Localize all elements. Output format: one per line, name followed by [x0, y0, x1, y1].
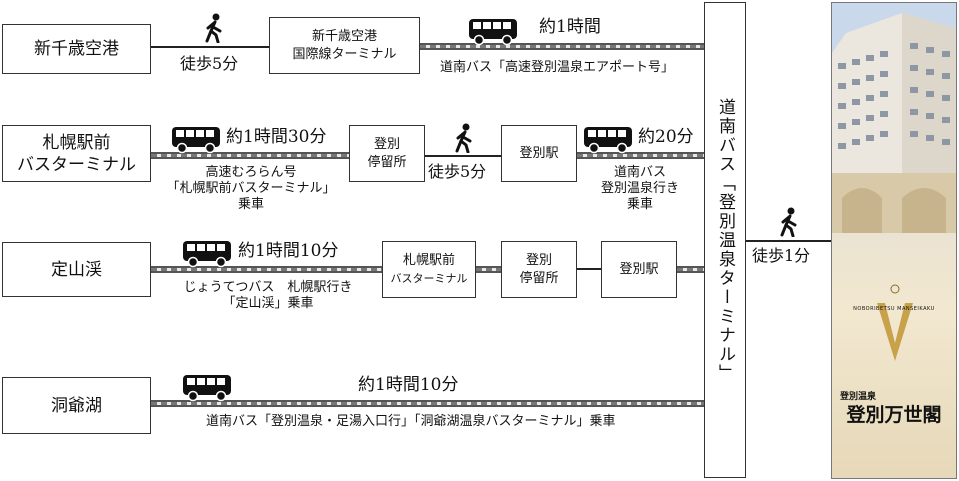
hotel-building-image: NOBORIBETSU MANSEIKAKU 登別温泉 登別万世閣: [831, 2, 957, 479]
walk-duration: 徒歩1分: [752, 246, 811, 265]
stop-noboribetsu-busstop: 登別 停留所: [349, 125, 425, 182]
stop-label-line2: 停留所: [519, 270, 559, 286]
origin-jozankei: 定山渓: [2, 242, 151, 297]
bus-info-line1: じょうてつバス 札幌駅行き: [183, 280, 353, 295]
origin-label-line2: バスターミナル: [17, 154, 136, 175]
bus-icon: [183, 375, 231, 402]
bus-info-line3: 乗車: [237, 197, 264, 212]
noboribetsu-onsen-bus-terminal: 道南バス「登別温泉ターミナル」: [704, 2, 746, 478]
stop-noboribetsu-station: 登別駅: [501, 125, 577, 182]
walking-person-icon: [205, 13, 222, 43]
bus-info: じょうてつバス 札幌駅行き 「定山渓」乗車: [168, 280, 368, 312]
bus-info-line1: 道南バス: [613, 165, 666, 180]
bus-icon: [172, 127, 220, 154]
bus-line-name: 道南バス「登別温泉・足湯入口行」「洞爺湖温泉バスターミナル」乗車: [206, 414, 616, 429]
stop-sapporo-bus-terminal: 札幌駅前 バスターミナル: [382, 241, 476, 298]
bus-duration: 約1時間10分: [238, 241, 339, 261]
walk-duration: 徒歩5分: [428, 162, 487, 181]
stop-label-line1: 登別: [525, 252, 552, 268]
bus-road: [577, 152, 704, 159]
hotel-brand-subtitle: 登別温泉: [840, 392, 877, 402]
walking-person-icon: [455, 123, 472, 153]
terminal-label: 道南バス「登別温泉ターミナル」: [715, 97, 735, 383]
bus-info-line1: 高速むろらん号: [205, 165, 297, 180]
stop-label-line2: バスターミナル: [390, 271, 468, 285]
hotel-crest-icon: [877, 284, 913, 361]
bus-road: [151, 266, 382, 273]
bus-info: 道南バス 登別温泉行き 乗車: [590, 165, 690, 213]
bus-road: [151, 152, 349, 159]
bus-icon: [584, 127, 632, 154]
stop-label-line1: 登別: [373, 136, 400, 152]
hotel-brand-roman: NOBORIBETSU MANSEIKAKU: [853, 306, 935, 312]
walk-line: [425, 155, 501, 157]
bus-icon: [469, 19, 517, 46]
stop-noboribetsu-busstop: 登別 停留所: [501, 241, 577, 298]
bus-duration: 約1時間10分: [358, 375, 459, 395]
origin-sapporo-bus-terminal: 札幌駅前 バスターミナル: [2, 125, 151, 182]
bus-info-line2: 「札幌駅前バスターミナル」: [166, 181, 336, 196]
walk-duration: 徒歩5分: [180, 54, 239, 73]
walk-line: [746, 240, 831, 242]
bus-duration: 約1時間30分: [226, 127, 327, 147]
bus-info-line2: 「定山渓」乗車: [222, 296, 314, 311]
origin-label-line1: 札幌駅前: [42, 132, 111, 153]
hotel-building-icon: [832, 3, 956, 233]
bus-info-line2: 登別温泉行き: [600, 181, 679, 196]
bus-road: [476, 266, 501, 273]
origin-label: 洞爺湖: [51, 395, 102, 416]
origin-label: 新千歳空港: [34, 39, 119, 59]
bus-duration: 約20分: [638, 127, 694, 147]
bus-info-line3: 乗車: [626, 197, 653, 212]
bus-road: [151, 400, 704, 407]
bus-road: [677, 266, 704, 273]
walk-line: [151, 46, 269, 48]
origin-lake-toya: 洞爺湖: [2, 377, 151, 434]
bus-road: [420, 43, 704, 50]
walk-line: [577, 268, 601, 270]
bus-icon: [183, 241, 231, 268]
bus-line-name: 道南バス「高速登別温泉エアポート号」: [440, 60, 675, 75]
stop-label-line1: 札幌駅前: [402, 252, 455, 268]
stop-label: 登別駅: [619, 261, 659, 277]
stop-intl-terminal: 新千歳空港 国際線ターミナル: [269, 17, 420, 74]
stop-label-line1: 新千歳空港: [311, 28, 377, 44]
origin-new-chitose-airport: 新千歳空港: [2, 24, 151, 74]
walking-person-icon: [780, 207, 797, 237]
stop-label-line2: 国際線ターミナル: [292, 46, 397, 62]
hotel-brand-name: 登別万世閣: [846, 404, 942, 426]
bus-duration: 約1時間: [539, 17, 601, 37]
stop-label-line2: 停留所: [367, 154, 407, 170]
bus-info: 高速むろらん号 「札幌駅前バスターミナル」 乗車: [166, 165, 336, 213]
stop-label: 登別駅: [519, 145, 559, 161]
stop-noboribetsu-station: 登別駅: [601, 241, 677, 298]
origin-label: 定山渓: [51, 259, 102, 280]
